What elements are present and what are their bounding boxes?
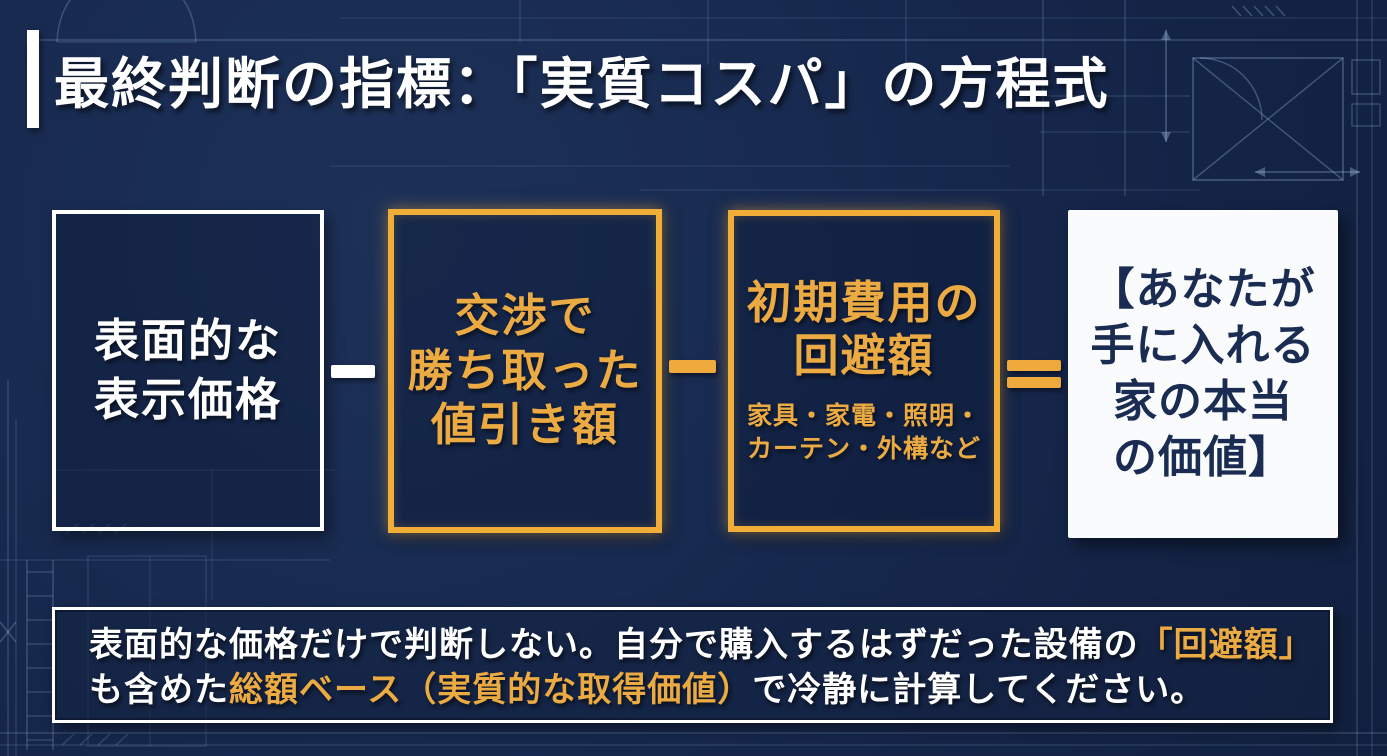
box-subtext-line: 家具・家電・照明・ xyxy=(746,402,981,431)
footnote-box: 表面的な価格だけで判断しない。自分で購入するはずだった設備の「回避額」 も含めた… xyxy=(52,607,1333,723)
box-text-line: 交渉で xyxy=(454,289,596,341)
box-text-line: 勝ち取った xyxy=(407,344,643,396)
title-accent-bar xyxy=(27,30,39,128)
box-text-line: 値引き額 xyxy=(430,399,619,451)
footnote-line-2: も含めた総額ベース（実質的な取得価値）で冷静に計算してください。 xyxy=(89,668,1330,713)
minus-operator-2 xyxy=(669,360,716,373)
box-text-line: 回避額 xyxy=(793,330,935,381)
footnote-text: も含めた xyxy=(89,671,229,709)
footnote-highlight: 「回避額」 xyxy=(1138,626,1314,664)
footnote-line-1: 表面的な価格だけで判断しない。自分で購入するはずだった設備の「回避額」 xyxy=(89,623,1330,668)
box-text-line: 表示価格 xyxy=(93,373,282,425)
equals-operator xyxy=(1007,360,1061,388)
footnote-text: 表面的な価格だけで判断しない。自分で購入するはずだった設備の xyxy=(89,626,1139,664)
box-text-line: 表面的な xyxy=(93,315,282,366)
minus-operator-1 xyxy=(331,365,375,378)
title-block: 最終判断の指標：「実質コスパ」の方程式 xyxy=(27,30,1110,128)
equation-box-initial-cost-avoidance: 初期費用の 回避額 家具・家電・照明・ カーテン・外構など xyxy=(728,210,1000,532)
equals-bar-bottom xyxy=(1007,377,1061,388)
equation-box-negotiated-discount: 交渉で 勝ち取った 値引き額 xyxy=(388,209,662,533)
equation-box-surface-price: 表面的な 表示価格 xyxy=(52,210,324,531)
box-subtext-line: カーテン・外構など xyxy=(746,435,981,464)
footnote-highlight: 総額ベース（実質的な取得価値） xyxy=(229,671,753,709)
box-text-line: 家の本当 xyxy=(1113,377,1293,426)
box-subtext: 家具・家電・照明・ カーテン・外構など xyxy=(747,400,981,466)
box-text-line: 手に入れる xyxy=(1090,321,1316,371)
footnote-text: で冷静に計算してください。 xyxy=(752,671,1206,709)
equals-bar-top xyxy=(1007,360,1061,371)
box-text-line: 初期費用の xyxy=(746,276,982,328)
equation-box-true-value: 【あなたが 手に入れる 家の本当 の価値】 xyxy=(1068,210,1338,538)
page-title: 最終判断の指標：「実質コスパ」の方程式 xyxy=(54,53,1110,115)
box-text-line: の価値】 xyxy=(1113,432,1293,482)
box-text-line: 【あなたが xyxy=(1090,265,1316,315)
